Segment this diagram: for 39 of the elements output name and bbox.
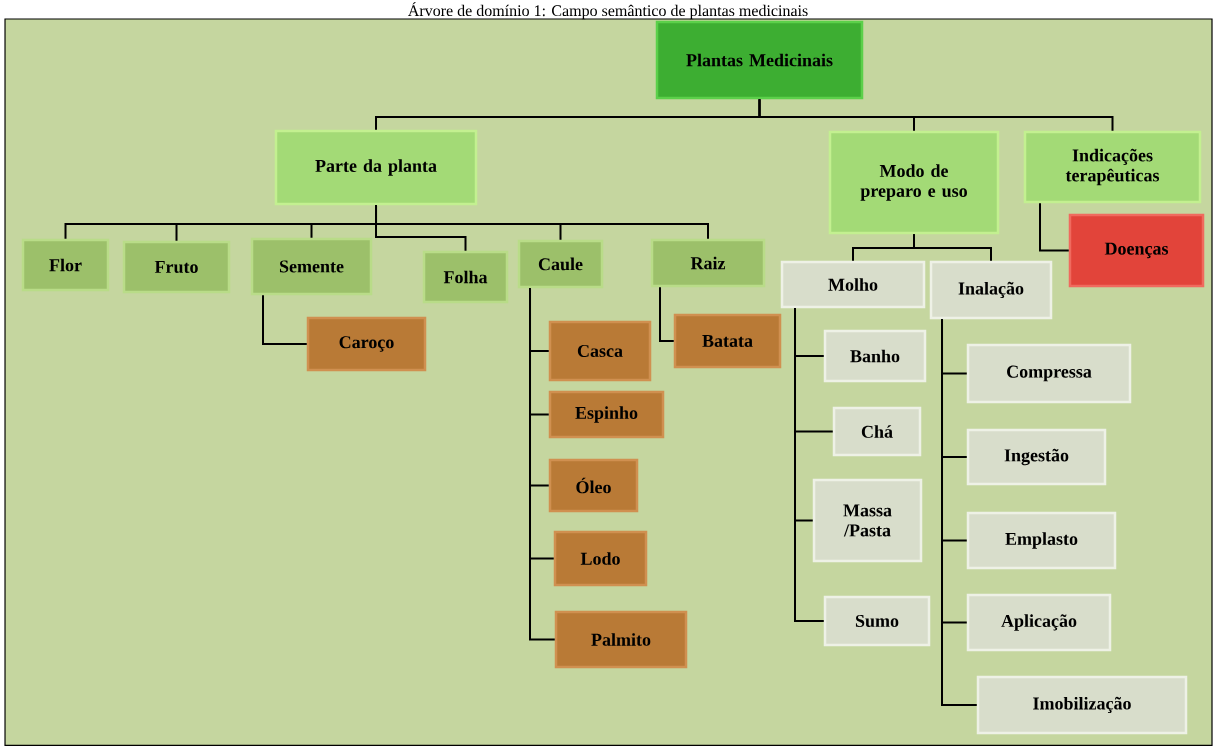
category-box: Indicações terapêuticas: [1023, 130, 1202, 204]
category-box: Caroço: [306, 316, 427, 372]
category-box: Massa /Pasta: [812, 478, 923, 563]
category-box: Imobilização: [976, 675, 1188, 735]
category-box: Raiz: [650, 238, 766, 288]
category-box: Doenças: [1068, 213, 1205, 288]
connector-line: [1039, 202, 1070, 252]
category-box: Parte da planta: [274, 129, 478, 206]
title: Árvore de domínio 1: Campo semântico de plantas medicinais: [408, 2, 808, 20]
category-box: Folha: [422, 250, 509, 304]
connector-line: [758, 98, 1114, 132]
connector-line: [375, 204, 709, 240]
category-box: Lodo: [553, 530, 648, 587]
category-box: Modo de preparo e uso: [828, 130, 1000, 235]
connector-line: [794, 307, 825, 622]
category-box: Palmito: [554, 610, 688, 669]
connector-line: [659, 286, 675, 342]
category-box: Espinho: [548, 390, 665, 439]
category-box: Semente: [250, 237, 373, 296]
category-box: Flor: [21, 238, 110, 292]
connector-line: [262, 294, 308, 345]
category-box: Molho: [780, 260, 926, 309]
category-box: Compressa: [966, 343, 1132, 404]
category-box: Aplicação: [966, 593, 1112, 652]
category-box: Banho: [823, 329, 927, 383]
connector-line: [529, 287, 556, 641]
category-box: Plantas Medicinais: [655, 20, 864, 100]
category-box: Fruto: [122, 240, 231, 294]
category-box: Óleo: [548, 458, 639, 513]
category-box: Batata: [673, 313, 782, 369]
category-box: Chá: [832, 406, 922, 457]
category-box: Inalação: [929, 260, 1053, 320]
category-box: Caule: [517, 239, 604, 289]
category-box: Sumo: [823, 595, 931, 647]
category-box: Ingestão: [966, 428, 1107, 486]
connector-line: [941, 318, 978, 706]
connector-line: [913, 233, 992, 262]
category-box: Casca: [548, 320, 652, 382]
category-box: Emplasto: [966, 511, 1117, 570]
